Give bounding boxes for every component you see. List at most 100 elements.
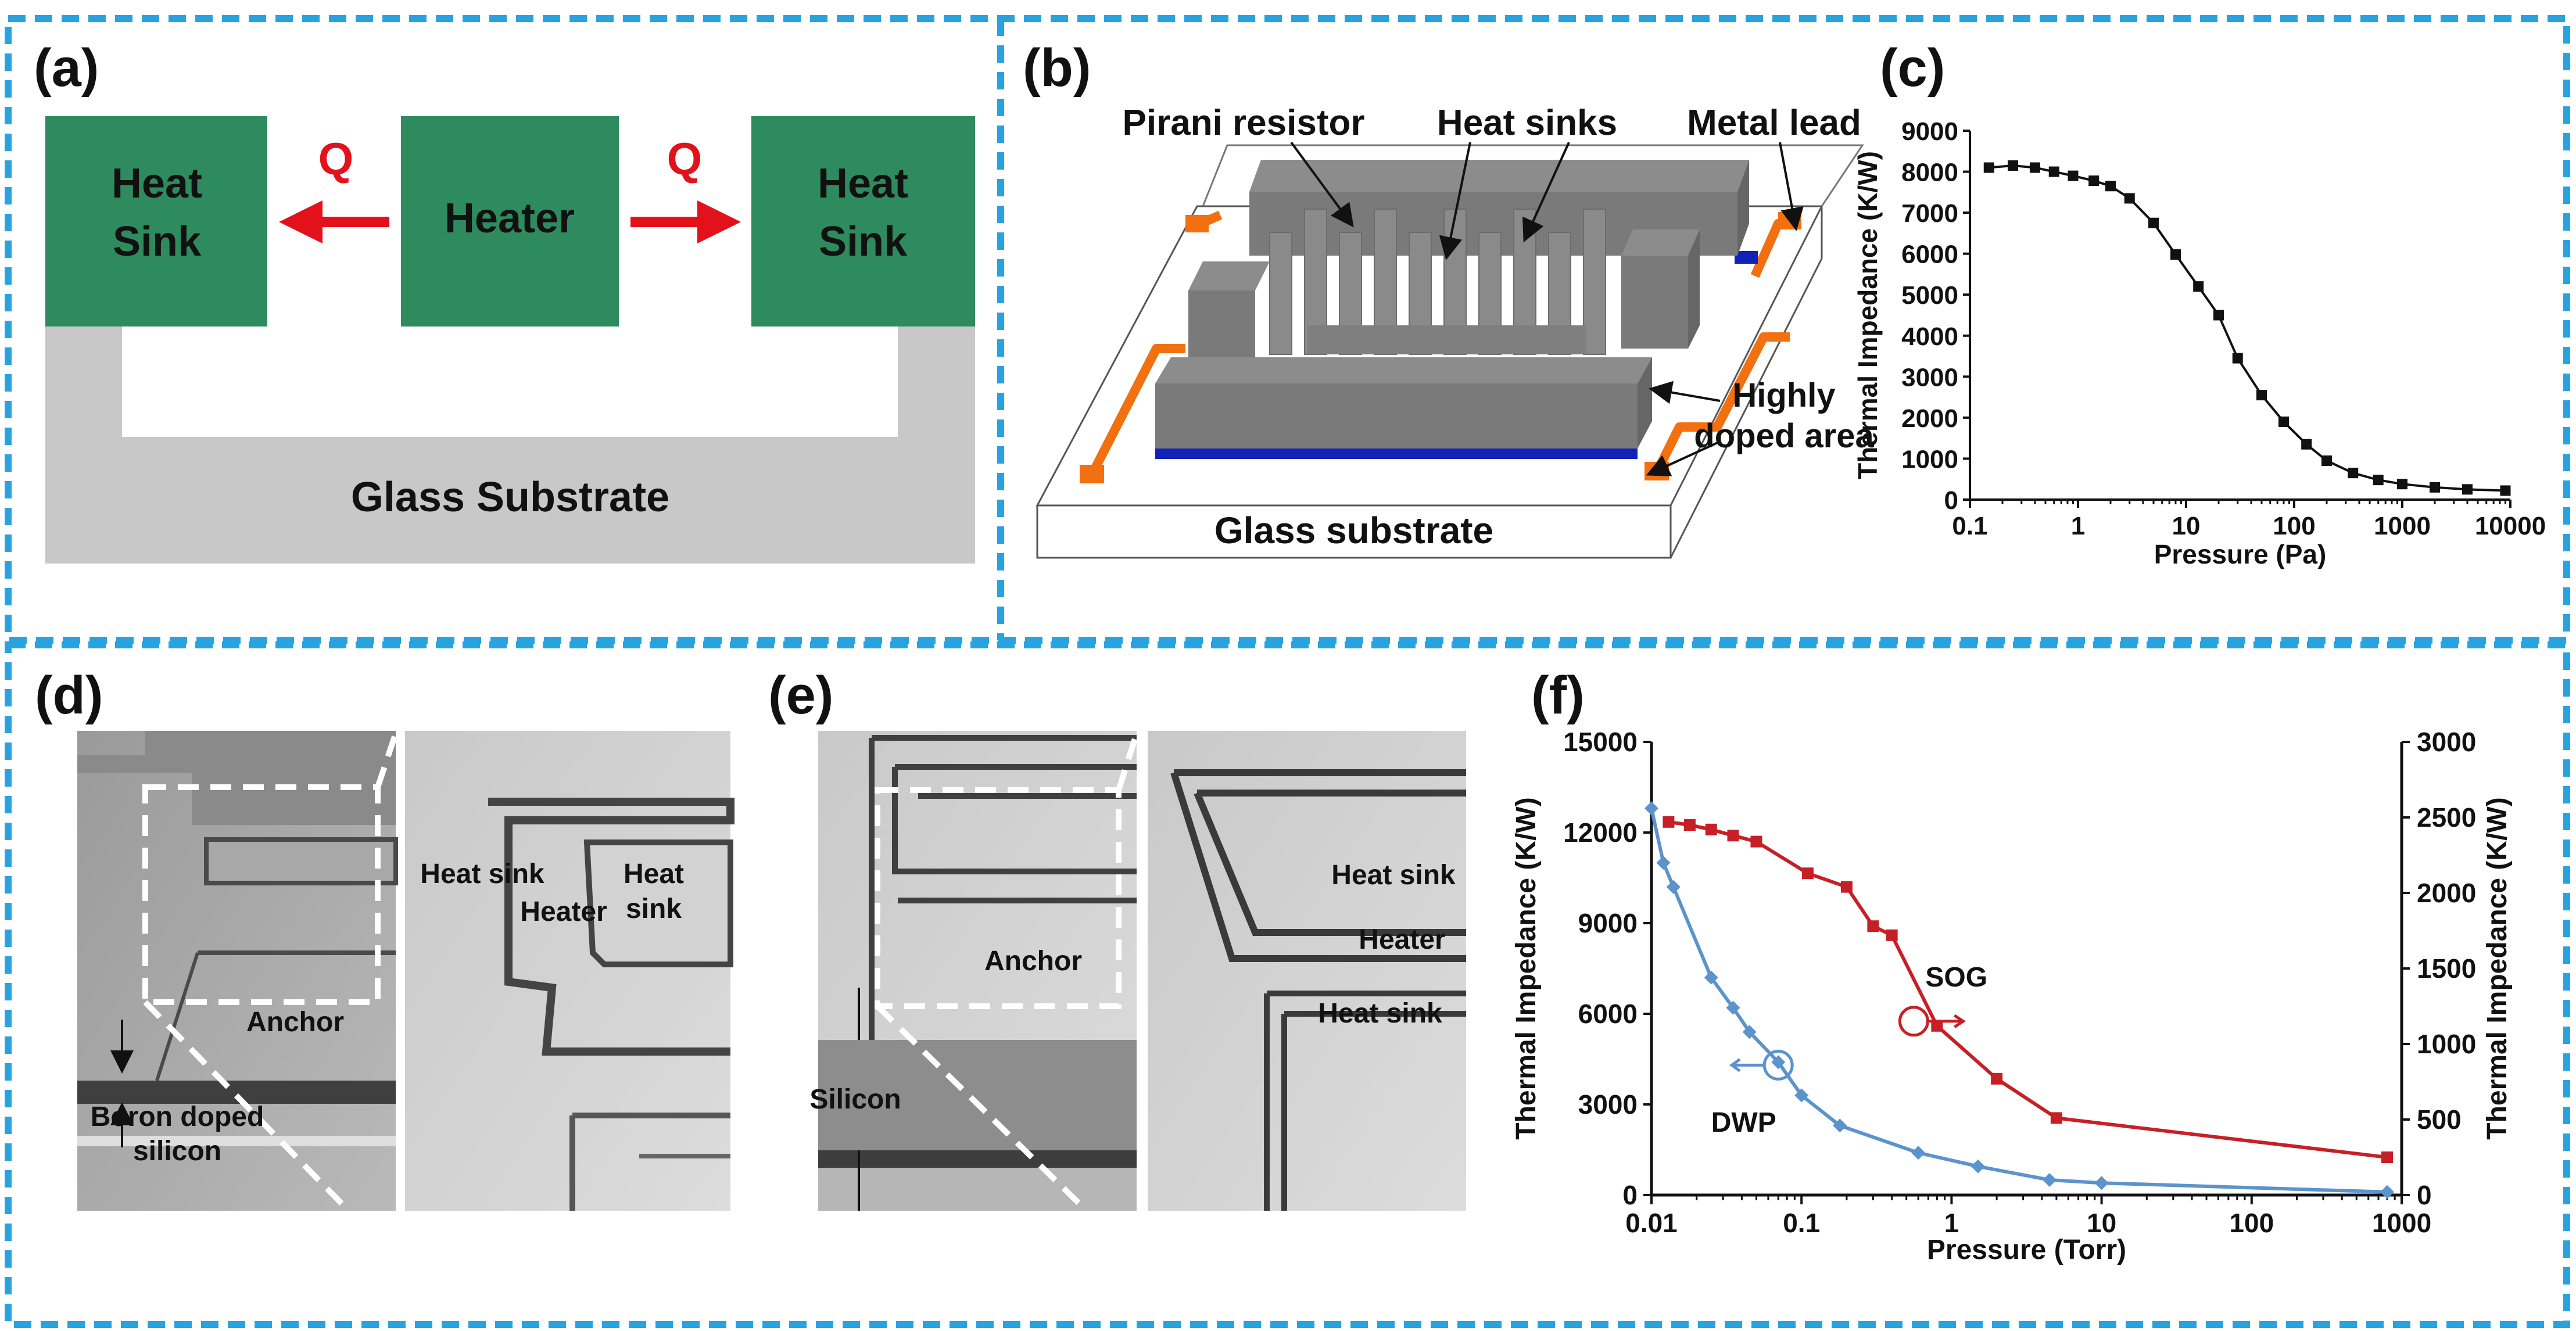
- f-data-point-dwp: [1794, 1088, 1809, 1103]
- f-y-axis-label-left: Thermal Impedance (K/W): [1511, 797, 1542, 1139]
- c-data-point: [2193, 281, 2204, 292]
- heat-sink-bottom-label-e: Heat sink: [1318, 998, 1442, 1029]
- f-data-point-dwp: [1771, 1055, 1786, 1070]
- panel-a: (a) Glass Substrate Heat Sink Heater Hea…: [34, 38, 975, 564]
- sem-image-d-left: [77, 731, 569, 1211]
- c-y-tick-label: 2000: [1901, 404, 1958, 433]
- f-x-tick-label: 1: [1944, 1208, 1959, 1238]
- c-data-point: [2105, 181, 2116, 192]
- f-y-tick-label-right: 2000: [2417, 878, 2476, 908]
- f-data-point-sog: [1705, 823, 1717, 835]
- pirani-structure: [1155, 160, 1749, 449]
- c-y-tick-label: 4000: [1901, 322, 1958, 351]
- heat-sink-right-block: [751, 116, 975, 327]
- panel-b: (b) Glass substrate: [1023, 38, 1874, 559]
- c-y-tick-label: 3000: [1901, 363, 1958, 392]
- f-data-point-sog: [1750, 835, 1762, 848]
- c-y-tick-label: 0: [1944, 486, 1958, 515]
- anchor-label-d: Anchor: [246, 1007, 344, 1038]
- sog-axis-arrow: [1927, 1014, 1966, 1028]
- boron-label-d-1: Boron doped: [91, 1102, 264, 1132]
- c-y-axis-label: Thermal Impedance (K/W): [1853, 151, 1883, 479]
- f-data-point-sog: [1931, 1020, 1943, 1032]
- sem-image-d-right: [405, 731, 735, 1211]
- c-data-point: [2462, 484, 2473, 495]
- top-frame: [5, 15, 2570, 644]
- f-data-point-dwp: [1726, 1000, 1740, 1015]
- c-data-point: [2008, 160, 2019, 171]
- c-y-tick-label: 7000: [1901, 199, 1958, 228]
- metal-lead-label: Metal lead: [1687, 103, 1861, 143]
- c-data-point: [2321, 455, 2332, 466]
- f-y-tick-label-left: 0: [1622, 1180, 1638, 1210]
- zoom-line-d-2: [375, 732, 399, 788]
- f-y-tick-label-right: 2500: [2417, 802, 2476, 833]
- highly-doped-area-back: [1735, 251, 1758, 264]
- c-data-point: [2213, 310, 2224, 321]
- heat-sink-b-label-d-2: sink: [626, 894, 682, 924]
- chart-f: 0300060009000120001500005001000150020002…: [1511, 727, 2513, 1265]
- panel-f: (f) 030006000900012000150000500100015002…: [1511, 666, 2513, 1265]
- f-y-tick-label-left: 9000: [1578, 908, 1638, 938]
- heat-sinks-label: Heat sinks: [1437, 103, 1617, 143]
- f-data-point-dwp: [1704, 970, 1718, 985]
- c-series-line: [1989, 164, 2506, 492]
- c-x-tick-label: 10: [2172, 512, 2201, 540]
- substrate-cavity: [122, 327, 898, 437]
- c-data-point: [2124, 193, 2135, 204]
- pirani-resistor-label: Pirani resistor: [1123, 103, 1365, 143]
- f-data-point-dwp: [1833, 1118, 1847, 1133]
- c-data-point: [2278, 416, 2289, 427]
- heat-sink-right-line2: Sink: [819, 218, 908, 265]
- c-data-point: [2170, 249, 2181, 260]
- f-y-tick-label-right: 3000: [2417, 727, 2476, 757]
- c-data-point: [2500, 485, 2511, 496]
- dwp-annotation: DWP: [1711, 1107, 1776, 1138]
- c-x-tick-label: 10000: [2475, 512, 2546, 540]
- f-data-point-dwp: [1970, 1159, 1985, 1174]
- f-data-point-sog: [1886, 929, 1898, 941]
- f-x-axis-label: Pressure (Torr): [1927, 1235, 2126, 1265]
- c-data-point: [2068, 170, 2079, 181]
- heat-flow-arrow-right: [630, 200, 741, 243]
- f-series-line-dwp: [1650, 808, 2388, 1194]
- c-data-point: [2029, 162, 2040, 173]
- f-data-point-sog: [1801, 867, 1814, 880]
- f-data-point-sog: [1663, 816, 1675, 828]
- zoom-line-e-2: [1116, 732, 1140, 791]
- c-y-tick-label: 1000: [1901, 445, 1958, 473]
- f-x-tick-label: 1000: [2372, 1208, 2431, 1238]
- f-data-point-dwp: [1645, 801, 1658, 816]
- f-x-tick-label: 100: [2229, 1208, 2274, 1238]
- f-x-tick-label: 0.01: [1625, 1208, 1678, 1238]
- sem-image-e-right: [1148, 731, 1466, 1211]
- f-series-line-sog: [1668, 820, 2388, 1159]
- sog-axis-indicator: [1898, 1006, 1929, 1037]
- panel-c: (c) 010002000300040005000600070008000900…: [1853, 38, 2546, 569]
- heat-sink-b-label-d-1: Heat: [624, 859, 684, 889]
- c-data-point: [2373, 475, 2384, 486]
- f-data-point-sog: [1727, 830, 1739, 842]
- f-data-point-sog: [1867, 920, 1879, 932]
- sog-annotation: SOG: [1925, 962, 1987, 993]
- f-y-tick-label-right: 1500: [2417, 953, 2476, 984]
- zoom-line-d-1: [143, 1000, 351, 1213]
- heat-sink-left-block: [45, 116, 267, 327]
- c-x-tick-label: 1: [2071, 512, 2085, 540]
- c-data-point: [2148, 217, 2159, 228]
- f-data-point-sog: [1991, 1072, 2003, 1085]
- c-data-point: [2301, 439, 2312, 450]
- f-data-point-dwp: [1742, 1025, 1757, 1039]
- c-y-tick-label: 5000: [1901, 281, 1958, 310]
- c-x-tick-label: 100: [2273, 512, 2315, 540]
- f-x-tick-label: 10: [2087, 1208, 2116, 1238]
- heat-sink-left-line2: Sink: [113, 218, 202, 265]
- c-data-point: [2397, 479, 2407, 490]
- f-data-point-dwp: [2094, 1176, 2109, 1190]
- zoom-line-e-1: [875, 1004, 1089, 1213]
- zoom-box-d: [142, 784, 381, 1005]
- heat-sink-top-label-e: Heat sink: [1331, 860, 1456, 891]
- heater-block: [401, 116, 619, 327]
- silicon-label-e: Silicon: [809, 1084, 901, 1115]
- f-y-tick-label-right: 500: [2417, 1104, 2462, 1135]
